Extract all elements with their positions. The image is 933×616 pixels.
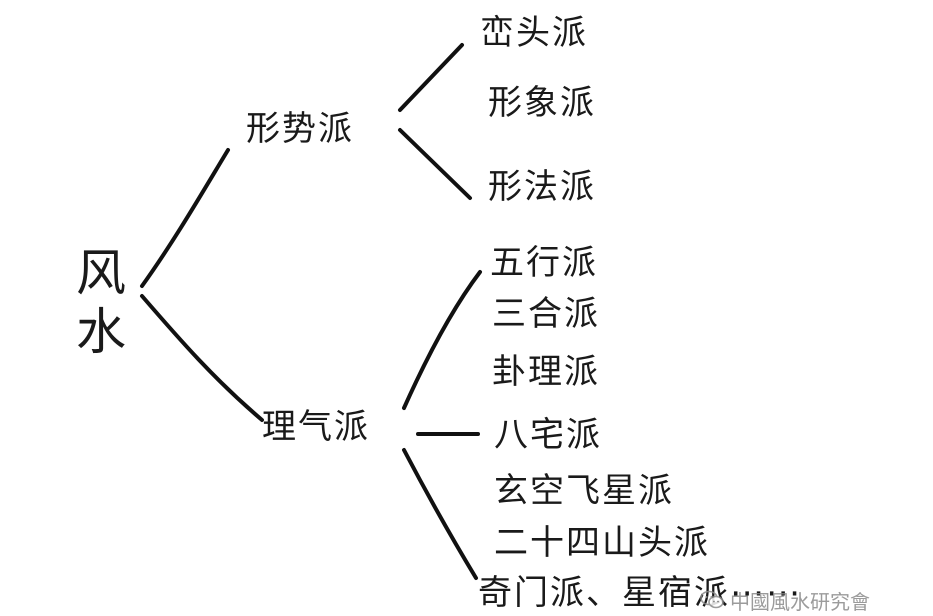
leaf-sanhe: 三合派 [492,294,600,334]
line-qi-to-wuxing [402,270,482,410]
line-root-to-qi [140,294,264,422]
root-line-1: 风 [76,244,128,302]
leaf-xingfa: 形法派 [488,167,596,207]
wechat-icon [700,590,724,610]
line-form-to-luantou [398,43,464,112]
line-form-to-xingfa [398,128,472,200]
leaf-bazhai: 八宅派 [494,415,602,455]
line-qi-to-qimen [402,448,478,580]
leaf-xingxiang: 形象派 [488,83,596,123]
root-node: 风 水 [72,244,132,362]
watermark: 中國風水研究會 [700,588,870,614]
leaf-luantou: 峦头派 [480,13,588,53]
leaf-guali: 卦理派 [492,352,600,392]
leaf-xuankong-feixing: 玄空飞星派 [494,471,674,511]
branch-qi-school: 理气派 [262,407,370,447]
line-root-to-form [140,148,230,288]
watermark-text: 中國風水研究會 [730,589,870,614]
root-line-2: 水 [76,303,128,361]
leaf-wuxing: 五行派 [490,243,598,283]
leaf-ershisi-shan: 二十四山头派 [494,523,710,563]
branch-form-school: 形势派 [246,109,354,149]
leaf-qimen-xingxiu: 奇门派、星宿派⋯⋯ [478,573,802,613]
